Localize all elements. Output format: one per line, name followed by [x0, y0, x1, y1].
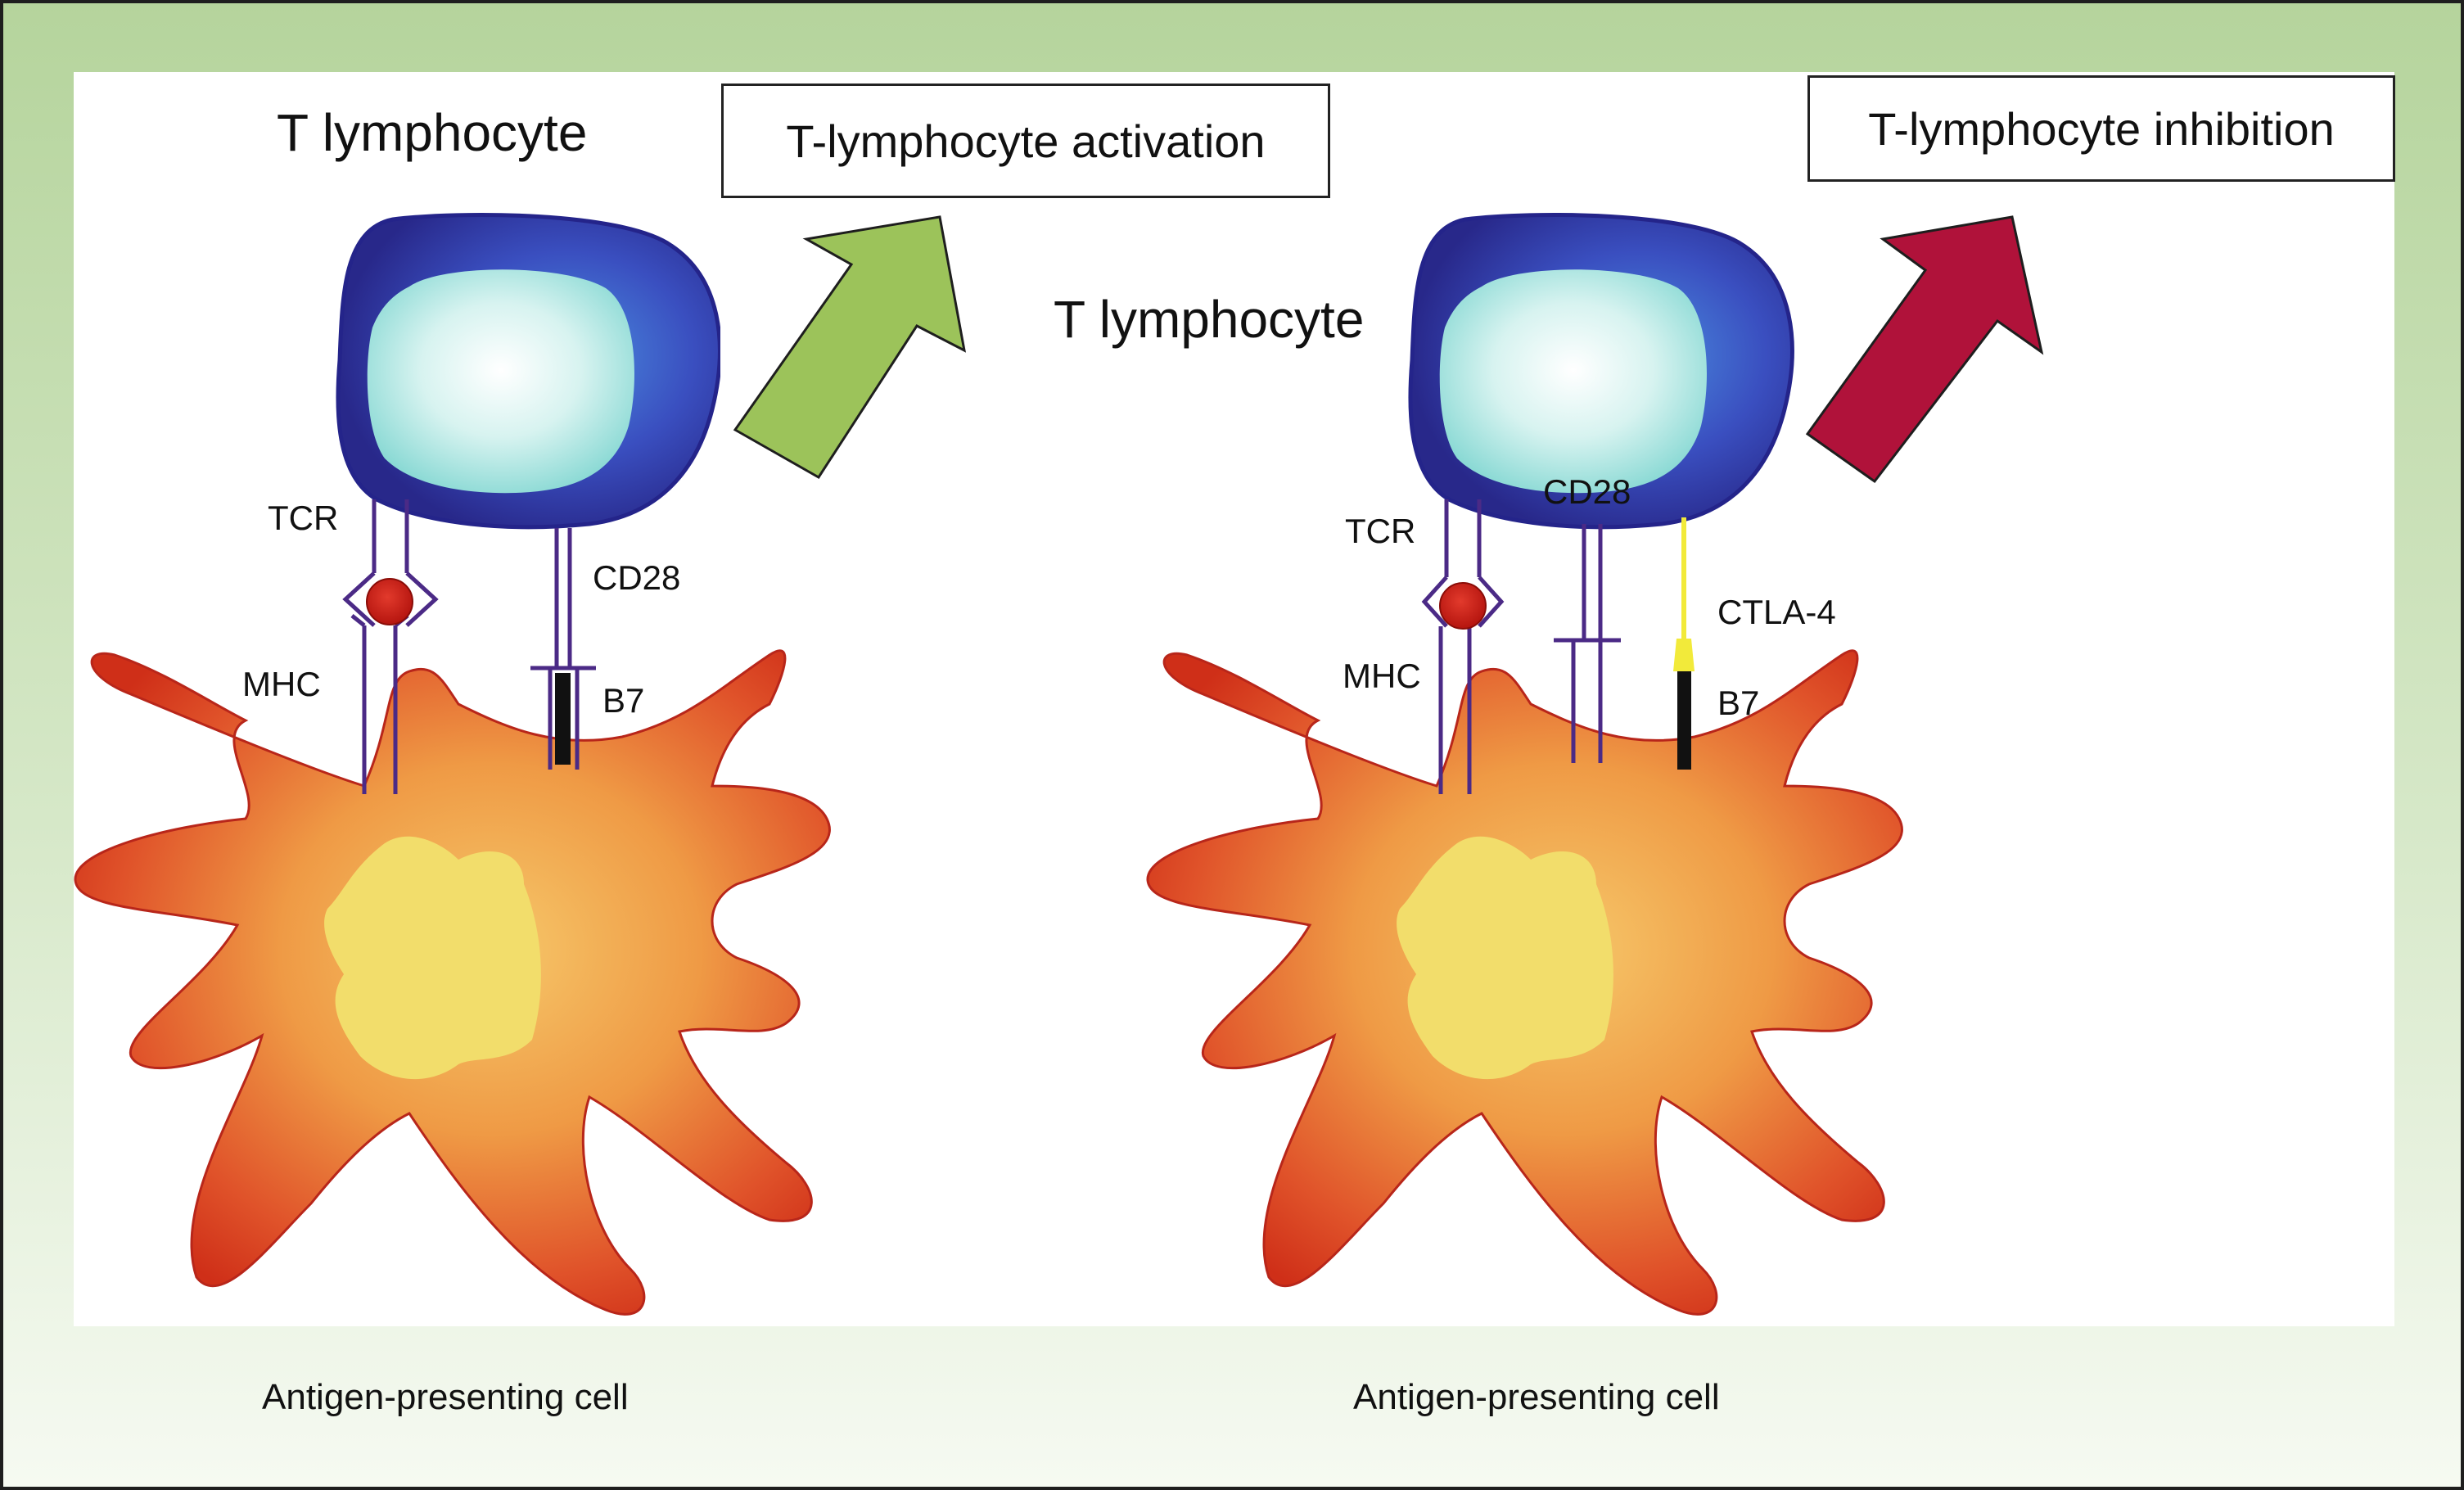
ctla4-head: [1673, 639, 1695, 671]
t-lymphocyte-label-left: T lymphocyte: [277, 103, 588, 162]
cd28-label-left: CD28: [593, 558, 681, 597]
cd28-left: [530, 528, 596, 770]
mhc-label-right: MHC: [1343, 657, 1421, 695]
b7-right: [1677, 671, 1691, 770]
tcr-label-left: TCR: [268, 499, 339, 537]
inhibition-title-box: T-lymphocyte inhibition: [1807, 75, 2395, 182]
mhc-label-left: MHC: [242, 665, 321, 703]
activation-arrow-final: [733, 215, 967, 480]
cd28-label-right: CD28: [1543, 472, 1631, 511]
b7-label-left: B7: [602, 681, 645, 720]
ctla4-label-right: CTLA-4: [1717, 593, 1836, 631]
tcr-label-right: TCR: [1345, 512, 1416, 550]
apc-label-left: Antigen-presenting cell: [262, 1377, 629, 1417]
inhibition-title: T-lymphocyte inhibition: [1868, 102, 2335, 155]
antigen-right: [1439, 582, 1487, 630]
b7-left: [555, 673, 571, 765]
tcr-right: [1421, 499, 1505, 794]
activation-title: T-lymphocyte activation: [786, 115, 1266, 167]
apc-nucleus-right: [1397, 836, 1613, 1080]
t-cell-nucleus-left: [367, 269, 634, 494]
t-lymphocyte-label-right: T lymphocyte: [1054, 290, 1365, 349]
inhibition-arrow: [1805, 215, 2044, 484]
activation-title-box: T-lymphocyte activation: [721, 84, 1330, 198]
apc-nucleus-left: [324, 836, 541, 1080]
t-cell-nucleus-right: [1439, 269, 1707, 494]
apc-label-right: Antigen-presenting cell: [1353, 1377, 1720, 1417]
antigen-left: [366, 578, 413, 625]
cd28-right: [1554, 524, 1621, 763]
b7-label-right: B7: [1717, 684, 1760, 722]
